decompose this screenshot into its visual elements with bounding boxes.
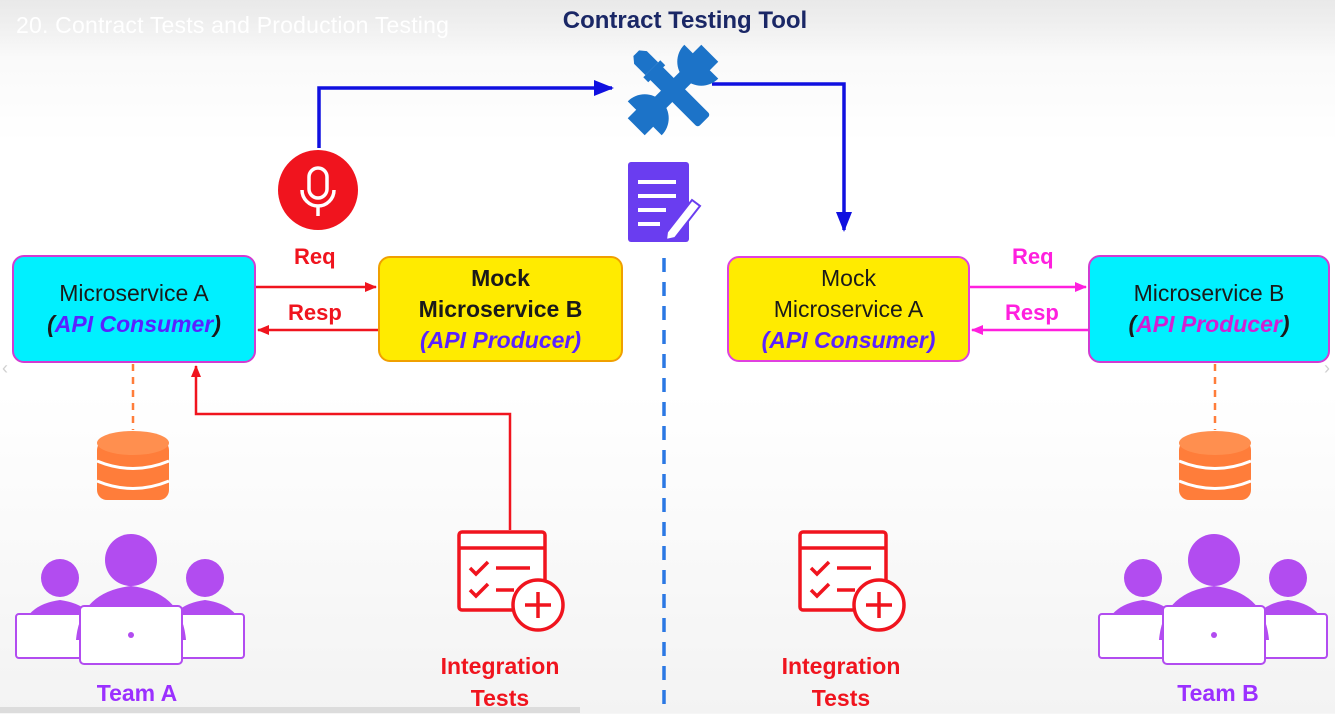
right-resp-label: Resp: [1005, 300, 1059, 325]
diagram-title: Contract Testing Tool: [562, 7, 808, 34]
next-slide-icon[interactable]: ›: [1324, 358, 1330, 378]
team-icon: [15, 534, 245, 665]
right-integration-tests-label: Integration Tests: [781, 653, 901, 711]
checklist-add-icon: [457, 530, 565, 632]
mock-microservice-a-box: Mock Microservice A (API Consumer): [727, 256, 970, 362]
left-integration-tests-label: Integration Tests: [440, 653, 560, 711]
video-progress-bar[interactable]: [0, 707, 580, 713]
mock-a-role: (API Consumer): [761, 326, 936, 353]
mock-b-role: (API Producer): [419, 326, 582, 353]
mock-b-line2: Microservice B: [418, 295, 583, 322]
team-b-label: Team B: [1177, 680, 1259, 706]
contract-flow-to-tool: [317, 80, 614, 148]
team-a-label: Team A: [96, 680, 178, 706]
left-req-label: Req: [294, 244, 336, 269]
microservice-b-box: Microservice B (API Producer): [1088, 255, 1330, 363]
team-icon: [1098, 534, 1328, 665]
top-strip: [0, 0, 1335, 56]
previous-slide-icon[interactable]: ‹: [2, 358, 8, 378]
microservice-a-role: (API Consumer): [47, 311, 221, 337]
contract-document-icon: [628, 162, 702, 242]
left-resp-label: Resp: [288, 300, 342, 325]
checklist-add-icon: [798, 530, 906, 632]
microphone-icon: [278, 150, 358, 230]
mock-microservice-b-box: Mock Microservice B (API Producer): [378, 256, 623, 362]
microservice-a-name: Microservice A: [59, 280, 209, 306]
mock-b-line1: Mock: [471, 264, 530, 291]
microservice-b-role: (API Producer): [1128, 311, 1290, 337]
contract-flow-from-tool: [712, 82, 852, 232]
database-icon: [96, 431, 170, 500]
tools-icon: [627, 44, 719, 136]
right-req-label: Req: [1012, 244, 1054, 269]
slide-caption: 20. Contract Tests and Production Testin…: [16, 12, 450, 38]
database-icon: [1178, 431, 1252, 500]
mock-a-line2: Microservice A: [773, 295, 924, 322]
microservice-b-name: Microservice B: [1133, 280, 1285, 306]
mock-a-line1: Mock: [821, 264, 876, 291]
integration-test-arrow: [191, 365, 512, 530]
microservice-a-box: Microservice A (API Consumer): [12, 255, 256, 363]
